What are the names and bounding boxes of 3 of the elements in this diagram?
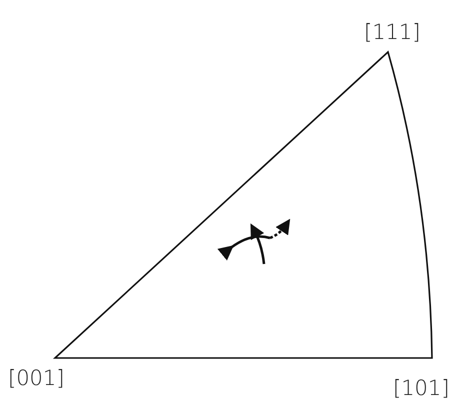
direction-label: [001]: [8, 368, 64, 389]
direction-label: [111]: [364, 22, 420, 43]
direction-label: [101]: [393, 378, 450, 399]
